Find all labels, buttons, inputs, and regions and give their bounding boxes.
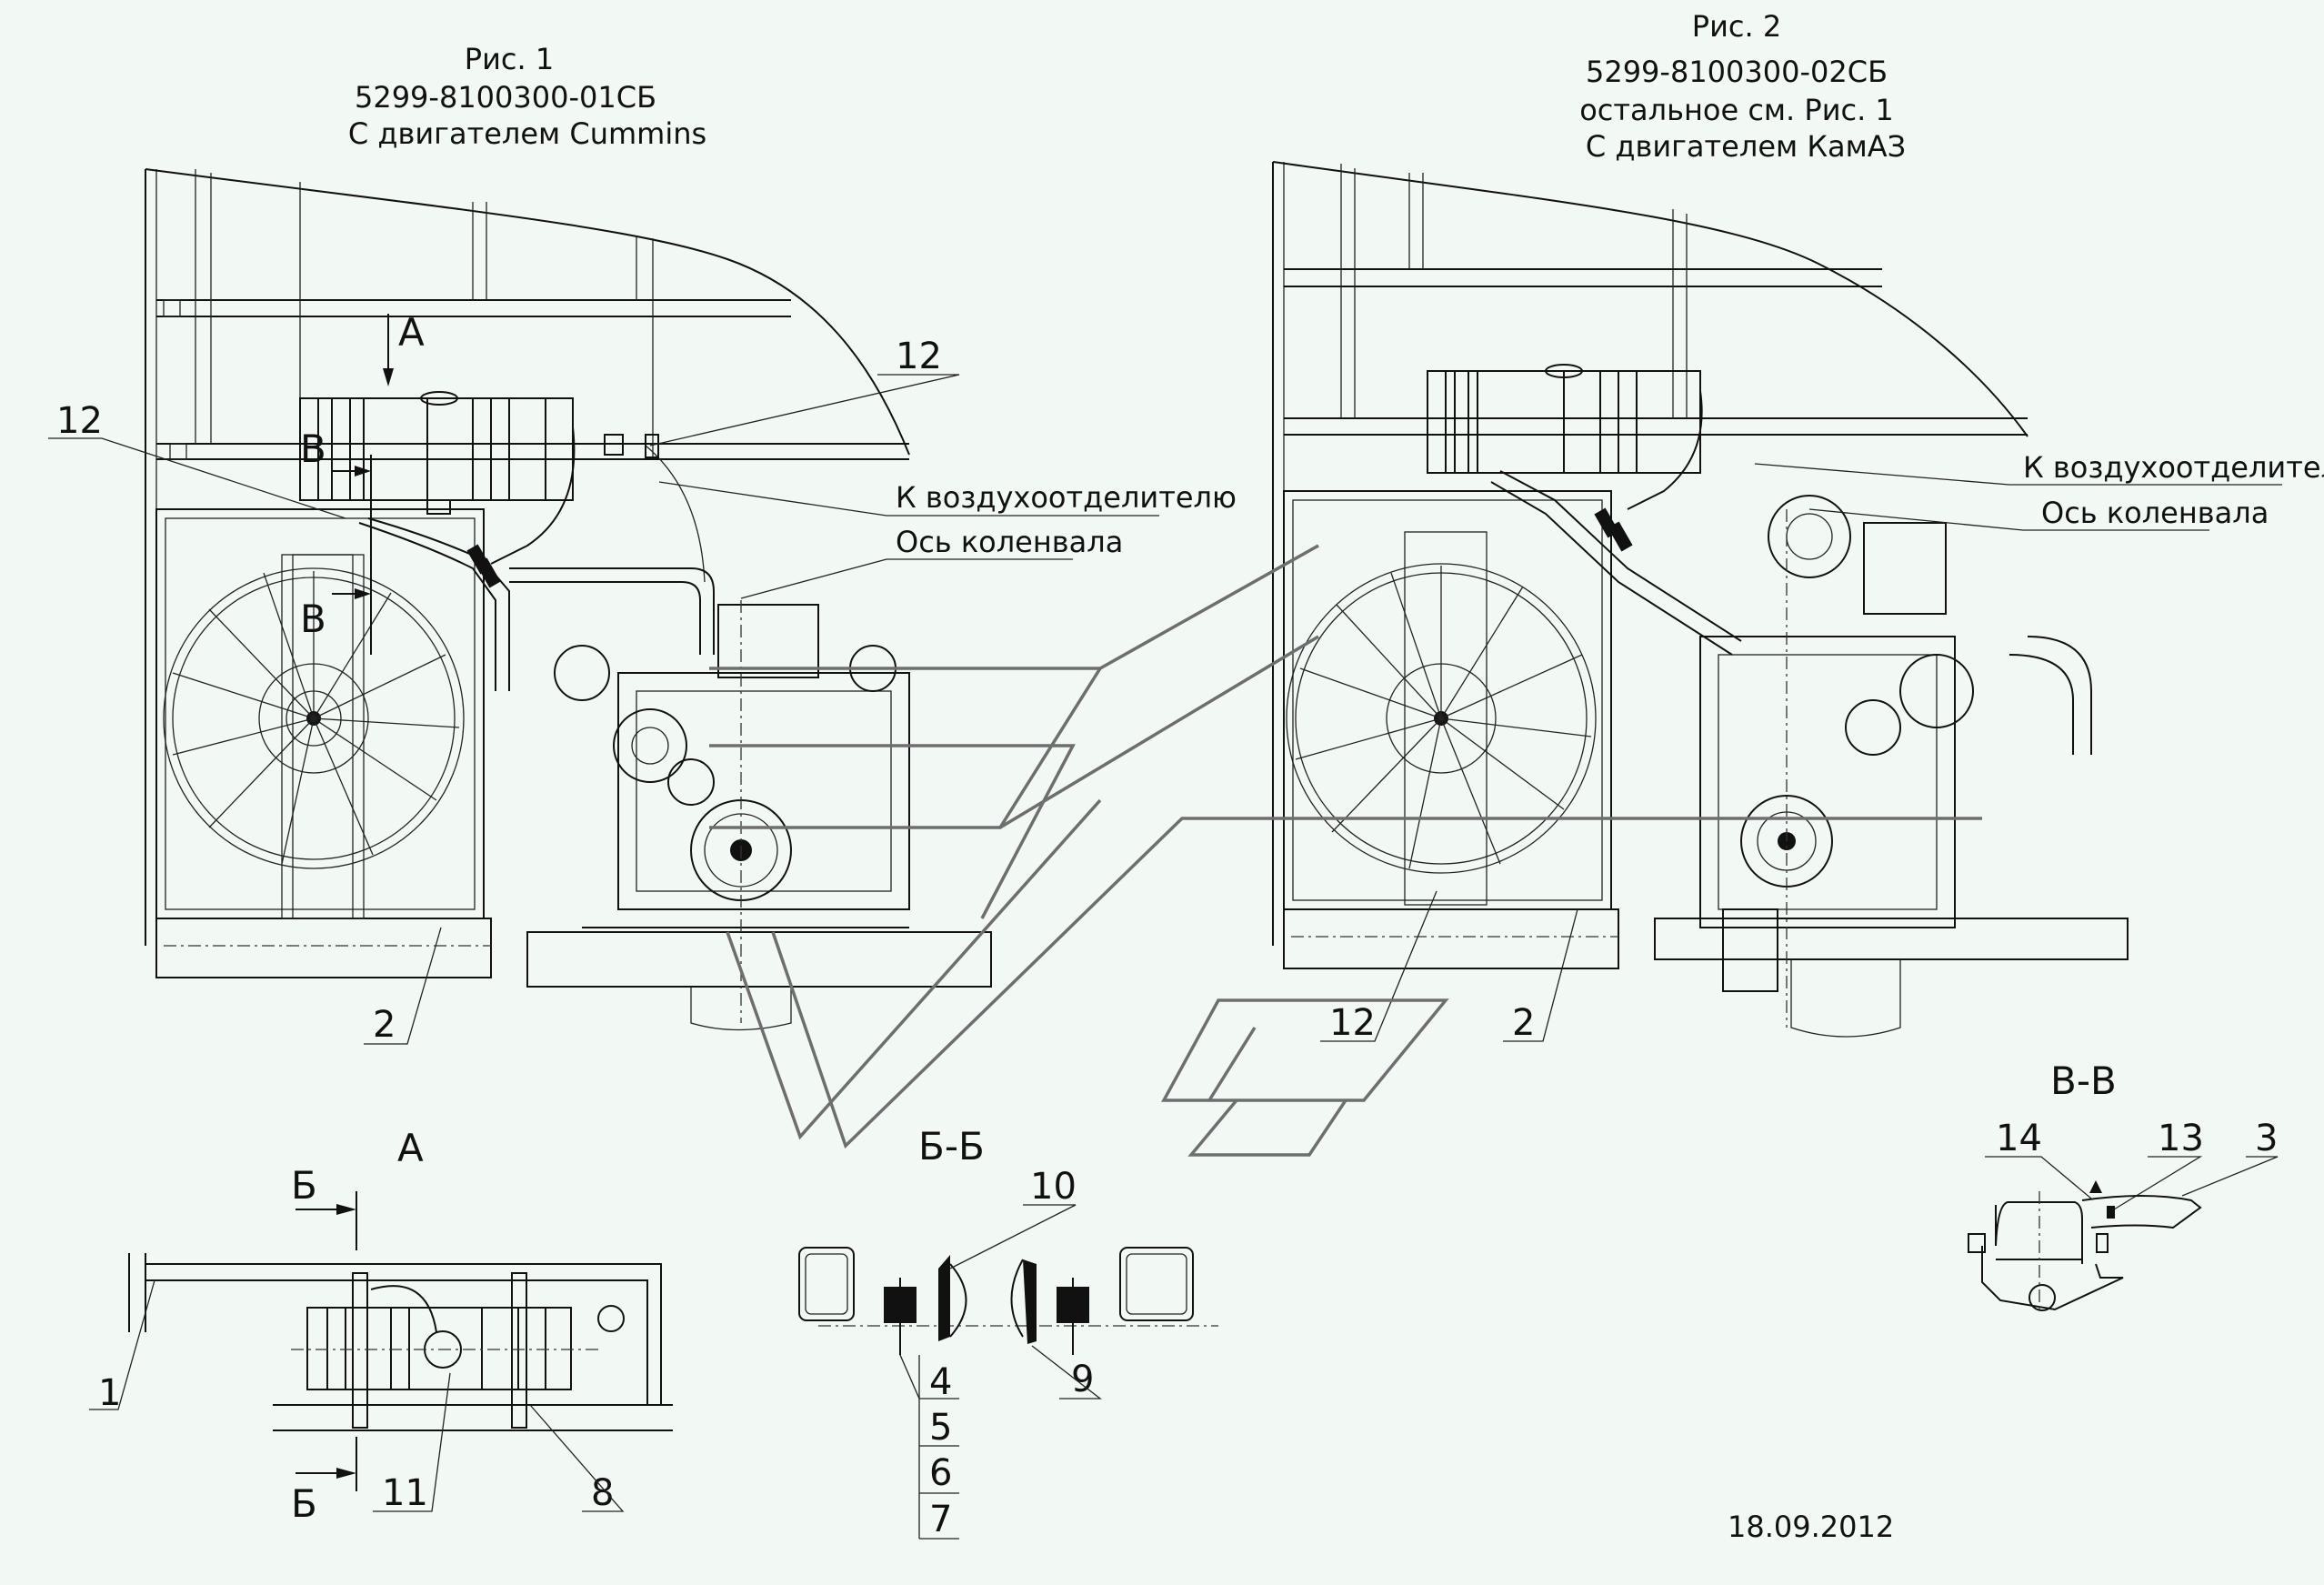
fig2-callouts: К воздухоотделителю Ось коленвала 12 2 xyxy=(1320,450,2324,1044)
view-mark-a: А xyxy=(398,310,425,355)
fan-blades xyxy=(172,571,460,865)
fig1-expansion-tank xyxy=(299,391,574,515)
drawing-date: 18.09.2012 xyxy=(1728,1510,1894,1544)
position-2-fig2: 2 xyxy=(1512,1002,1535,1044)
section-vv-title: В-В xyxy=(2050,1058,2117,1103)
position-4: 4 xyxy=(929,1361,952,1403)
position-6: 6 xyxy=(929,1452,952,1494)
section-vv: В-В 14 13 3 xyxy=(1968,1058,2278,1311)
view-mark-v-top: В xyxy=(300,426,326,471)
fan-outer xyxy=(163,567,465,869)
view-a: А Б Б 1 11 8 xyxy=(89,1126,673,1526)
fig1-crank-axis-label: Ось коленвала xyxy=(896,525,1123,559)
view-mark-v-bottom: В xyxy=(300,597,326,641)
leader-ribbons xyxy=(709,544,1982,1157)
fig2-engine xyxy=(1654,495,2129,1038)
fig2-crank-axis-label: Ось коленвала xyxy=(2041,496,2269,530)
fig2-hoses xyxy=(1490,390,1742,656)
fig1-air-separator-label: К воздухоотделителю xyxy=(896,480,1237,515)
fig1-engine: С двигателем Cummins xyxy=(348,116,706,151)
fig1-view-marks: А В В xyxy=(300,310,425,655)
position-10: 10 xyxy=(1030,1166,1077,1208)
figure-1: Рис. 1 5299-8100300-01СБ С двигателем Cu… xyxy=(48,42,1237,1046)
position-12-left: 12 xyxy=(56,400,103,442)
position-14: 14 xyxy=(1996,1118,2042,1159)
section-bb-title: Б-Б xyxy=(918,1124,985,1169)
fig1-callouts: 12 12 К воздухоотделителю Ось коленвала … xyxy=(48,336,1237,1046)
view-a-title: А xyxy=(397,1126,424,1170)
fig1-code: 5299-8100300-01СБ xyxy=(355,80,656,115)
figure-2: Рис. 2 5299-8100300-02СБ остальное см. Р… xyxy=(1272,9,2324,1044)
fig1-title: Рис. 1 xyxy=(465,42,554,76)
fig2-air-separator-label: К воздухоотделителю xyxy=(2023,450,2324,485)
position-3: 3 xyxy=(2255,1118,2278,1159)
position-2-fig1: 2 xyxy=(373,1004,396,1046)
position-11: 11 xyxy=(382,1472,428,1514)
fig1-engine xyxy=(526,600,992,1031)
section-mark-b-top: Б xyxy=(291,1163,317,1208)
fig2-note: остальное см. Рис. 1 xyxy=(1579,93,1894,127)
position-12-right: 12 xyxy=(896,336,942,377)
fig2-body-frame xyxy=(1272,161,2028,946)
section-mark-b-bottom: Б xyxy=(291,1481,317,1526)
fig2-radiator xyxy=(1283,490,1619,969)
fig2-engine: С двигателем КамАЗ xyxy=(1586,129,1906,164)
position-5: 5 xyxy=(929,1407,952,1449)
section-bb: Б-Б 10 9 4 5 6 7 xyxy=(798,1124,1218,1540)
fig1-hoses xyxy=(358,426,715,691)
fig2-expansion-tank xyxy=(1427,364,1701,474)
fig2-title: Рис. 2 xyxy=(1692,9,1781,44)
position-7: 7 xyxy=(929,1499,952,1540)
position-1: 1 xyxy=(98,1372,121,1414)
fig2-code: 5299-8100300-02СБ xyxy=(1586,55,1888,89)
position-12-fig2: 12 xyxy=(1329,1002,1376,1044)
position-13: 13 xyxy=(2158,1118,2204,1159)
fig1-body-frame xyxy=(145,168,910,946)
fig1-radiator xyxy=(155,508,492,978)
